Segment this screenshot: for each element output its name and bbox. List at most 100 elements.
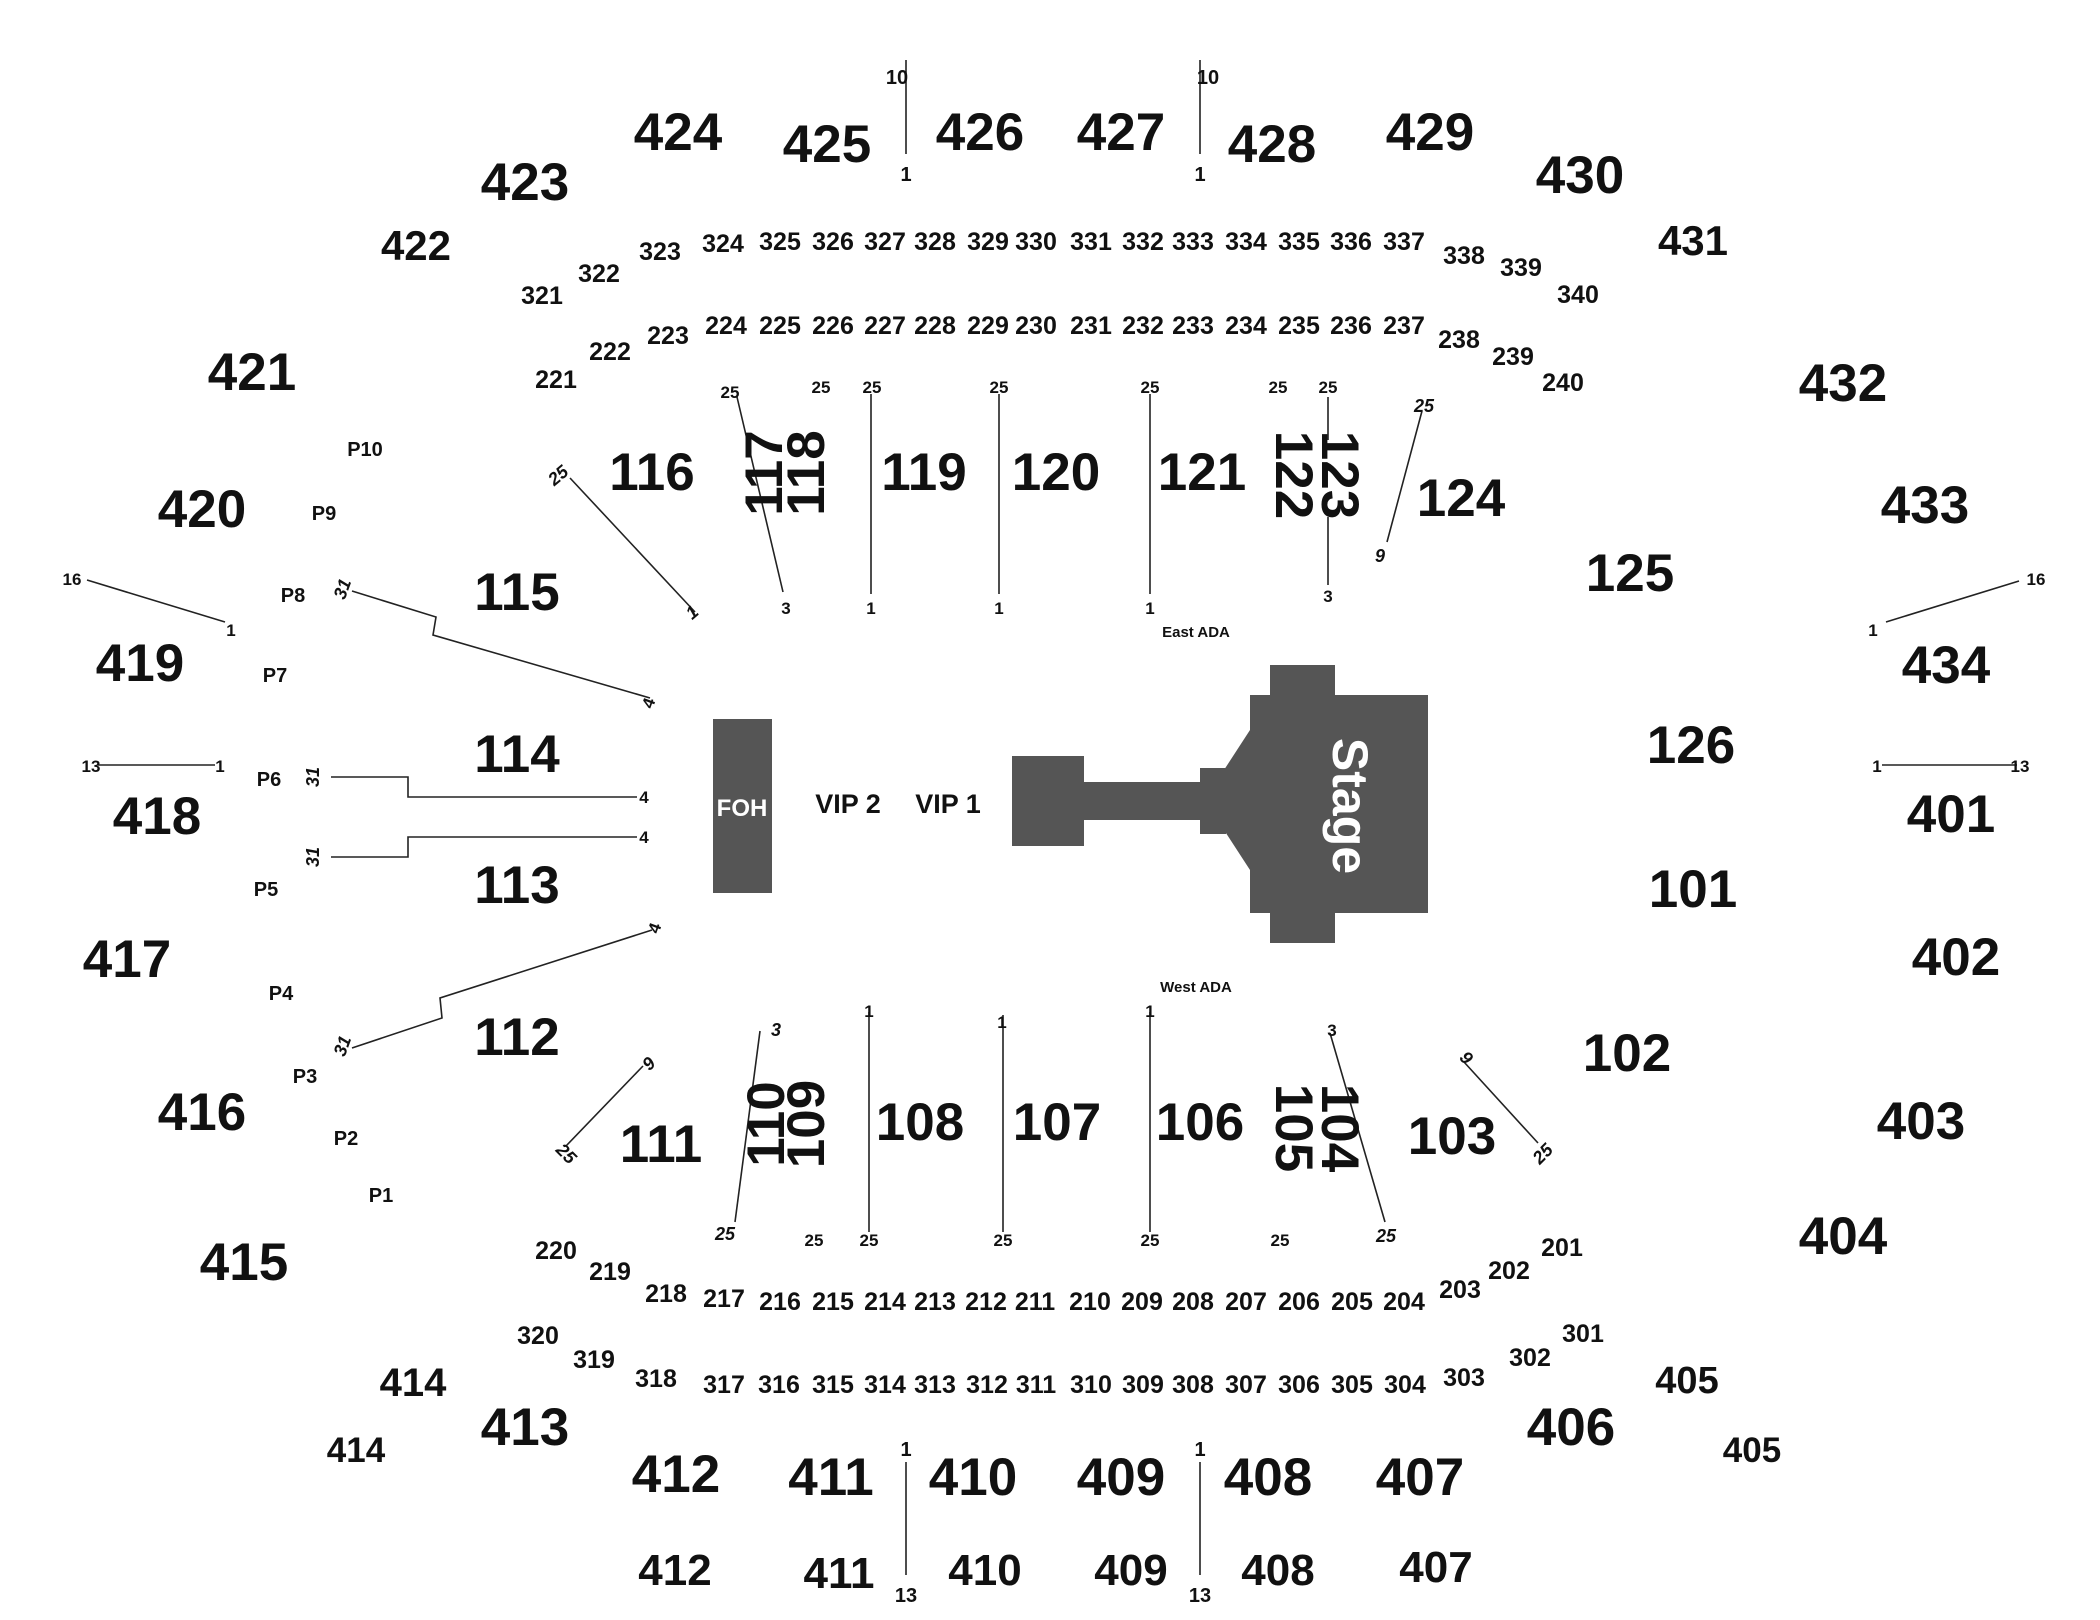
section-314[interactable]: 314 bbox=[864, 1371, 906, 1399]
section-332[interactable]: 332 bbox=[1122, 228, 1164, 256]
section-120[interactable]: 120 bbox=[1012, 443, 1100, 502]
section-306[interactable]: 306 bbox=[1278, 1371, 1320, 1399]
section-p10[interactable]: P10 bbox=[347, 439, 383, 461]
section-331[interactable]: 331 bbox=[1070, 228, 1112, 256]
section-340[interactable]: 340 bbox=[1557, 281, 1599, 309]
section-308[interactable]: 308 bbox=[1172, 1371, 1214, 1399]
section-325[interactable]: 325 bbox=[759, 228, 801, 256]
section-415[interactable]: 415 bbox=[200, 1233, 288, 1292]
section-115[interactable]: 115 bbox=[474, 563, 560, 622]
section-112[interactable]: 112 bbox=[474, 1008, 560, 1067]
section-215[interactable]: 215 bbox=[812, 1288, 854, 1316]
section-109[interactable]: 109 bbox=[777, 1080, 836, 1168]
section-401[interactable]: 401 bbox=[1907, 785, 1995, 844]
vip-1-section[interactable]: VIP 1 bbox=[915, 789, 981, 819]
section-p3[interactable]: P3 bbox=[293, 1066, 317, 1088]
section-229[interactable]: 229 bbox=[967, 312, 1009, 340]
section-321[interactable]: 321 bbox=[521, 282, 563, 310]
section-312[interactable]: 312 bbox=[966, 1371, 1008, 1399]
section-105[interactable]: 105 bbox=[1264, 1084, 1323, 1172]
section-118[interactable]: 118 bbox=[777, 430, 836, 516]
section-302[interactable]: 302 bbox=[1509, 1344, 1551, 1372]
section-204[interactable]: 204 bbox=[1383, 1288, 1425, 1316]
section-414-lower[interactable]: 414 bbox=[327, 1431, 386, 1470]
section-330[interactable]: 330 bbox=[1015, 228, 1057, 256]
vip-2-section[interactable]: VIP 2 bbox=[815, 789, 881, 819]
section-213[interactable]: 213 bbox=[914, 1288, 956, 1316]
section-431[interactable]: 431 bbox=[1658, 217, 1728, 264]
section-423[interactable]: 423 bbox=[481, 153, 569, 212]
section-427[interactable]: 427 bbox=[1077, 103, 1165, 162]
section-317[interactable]: 317 bbox=[703, 1371, 745, 1399]
section-305[interactable]: 305 bbox=[1331, 1371, 1373, 1399]
section-125[interactable]: 125 bbox=[1586, 544, 1674, 603]
section-428[interactable]: 428 bbox=[1228, 115, 1316, 174]
section-207[interactable]: 207 bbox=[1225, 1288, 1267, 1316]
section-236[interactable]: 236 bbox=[1330, 312, 1372, 340]
section-413[interactable]: 413 bbox=[481, 1398, 569, 1457]
section-126[interactable]: 126 bbox=[1647, 716, 1735, 775]
section-106[interactable]: 106 bbox=[1156, 1093, 1244, 1152]
section-338[interactable]: 338 bbox=[1443, 242, 1485, 270]
section-206[interactable]: 206 bbox=[1278, 1288, 1320, 1316]
section-110[interactable]: 110 bbox=[737, 1081, 796, 1167]
section-433[interactable]: 433 bbox=[1881, 476, 1969, 535]
section-315[interactable]: 315 bbox=[812, 1371, 854, 1399]
section-405[interactable]: 405 bbox=[1655, 1360, 1718, 1402]
section-406[interactable]: 406 bbox=[1527, 1398, 1615, 1457]
section-221[interactable]: 221 bbox=[535, 366, 577, 394]
section-333[interactable]: 333 bbox=[1172, 228, 1214, 256]
section-301[interactable]: 301 bbox=[1562, 1320, 1604, 1348]
section-419[interactable]: 419 bbox=[96, 634, 184, 693]
section-108[interactable]: 108 bbox=[876, 1093, 964, 1152]
section-107[interactable]: 107 bbox=[1013, 1093, 1101, 1152]
section-337[interactable]: 337 bbox=[1383, 228, 1425, 256]
section-p7[interactable]: P7 bbox=[263, 665, 287, 687]
section-233[interactable]: 233 bbox=[1172, 312, 1214, 340]
section-104[interactable]: 104 bbox=[1310, 1084, 1369, 1173]
section-p2[interactable]: P2 bbox=[334, 1128, 358, 1150]
section-111[interactable]: 111 bbox=[620, 1115, 703, 1174]
section-322[interactable]: 322 bbox=[578, 260, 620, 288]
section-122[interactable]: 122 bbox=[1264, 431, 1323, 519]
section-218[interactable]: 218 bbox=[645, 1280, 687, 1308]
section-424[interactable]: 424 bbox=[634, 103, 723, 162]
section-227[interactable]: 227 bbox=[864, 312, 906, 340]
section-225[interactable]: 225 bbox=[759, 312, 801, 340]
section-405-lower[interactable]: 405 bbox=[1723, 1431, 1781, 1470]
section-327[interactable]: 327 bbox=[864, 228, 906, 256]
section-p6[interactable]: P6 bbox=[257, 769, 281, 791]
section-222[interactable]: 222 bbox=[589, 338, 631, 366]
section-p1[interactable]: P1 bbox=[369, 1185, 393, 1207]
section-408-lower[interactable]: 408 bbox=[1241, 1546, 1314, 1595]
section-205[interactable]: 205 bbox=[1331, 1288, 1373, 1316]
section-216[interactable]: 216 bbox=[759, 1288, 801, 1316]
section-224[interactable]: 224 bbox=[705, 312, 747, 340]
section-203[interactable]: 203 bbox=[1439, 1276, 1481, 1304]
section-432[interactable]: 432 bbox=[1799, 354, 1887, 413]
section-228[interactable]: 228 bbox=[914, 312, 956, 340]
section-237[interactable]: 237 bbox=[1383, 312, 1425, 340]
section-430[interactable]: 430 bbox=[1536, 146, 1624, 205]
section-114[interactable]: 114 bbox=[474, 725, 560, 784]
section-324[interactable]: 324 bbox=[702, 230, 744, 258]
section-310[interactable]: 310 bbox=[1070, 1371, 1112, 1399]
section-403[interactable]: 403 bbox=[1877, 1092, 1965, 1151]
section-217[interactable]: 217 bbox=[703, 1285, 745, 1313]
section-414[interactable]: 414 bbox=[380, 1361, 447, 1405]
section-239[interactable]: 239 bbox=[1492, 343, 1534, 371]
section-412[interactable]: 412 bbox=[632, 1445, 720, 1504]
section-411[interactable]: 411 bbox=[788, 1448, 874, 1507]
section-407-lower[interactable]: 407 bbox=[1399, 1543, 1472, 1592]
section-307[interactable]: 307 bbox=[1225, 1371, 1267, 1399]
section-231[interactable]: 231 bbox=[1070, 312, 1112, 340]
section-420[interactable]: 420 bbox=[158, 480, 246, 539]
section-201[interactable]: 201 bbox=[1541, 1234, 1583, 1262]
section-329[interactable]: 329 bbox=[967, 228, 1009, 256]
section-223[interactable]: 223 bbox=[647, 322, 689, 350]
section-212[interactable]: 212 bbox=[965, 1288, 1007, 1316]
section-417[interactable]: 417 bbox=[83, 930, 171, 989]
section-323[interactable]: 323 bbox=[639, 238, 681, 266]
section-119[interactable]: 119 bbox=[881, 443, 967, 502]
section-336[interactable]: 336 bbox=[1330, 228, 1372, 256]
